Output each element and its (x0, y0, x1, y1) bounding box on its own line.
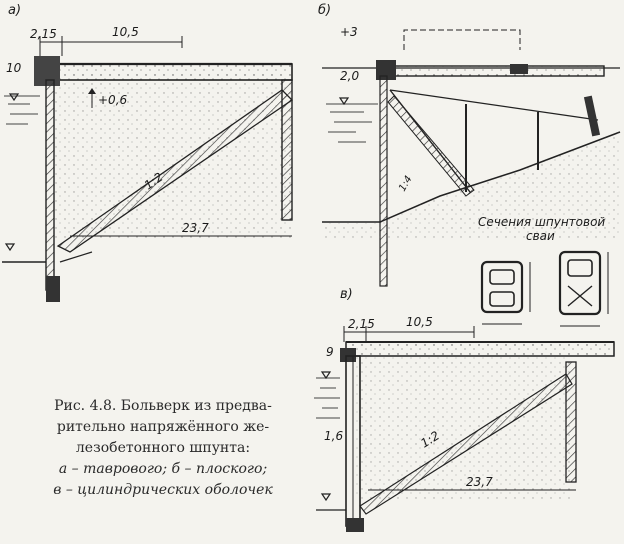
figure-caption: Рис. 4.8. Больверк из предва- рительно н… (28, 396, 298, 501)
panel-a: а) 2,15 1 (2, 3, 294, 302)
pile-toe (46, 276, 60, 302)
caption-line-4: а – таврового; б – плоского; (58, 461, 268, 477)
slope-b: 1:4 (397, 174, 415, 193)
anchor-plate (583, 95, 601, 137)
level-b: 2,0 (340, 69, 359, 83)
level-a: 10 (6, 61, 22, 75)
caption-line-1: Рис. 4.8. Больверк из предва- (54, 398, 272, 414)
dim-c-23-7: 23,7 (466, 475, 493, 489)
deck-slab (41, 63, 293, 81)
caption-line-3: лезобетонного шпунта: (75, 440, 251, 456)
anchor-wall (281, 79, 293, 221)
dim-a-10-5: 10,5 (112, 25, 139, 39)
dim-c-10-5: 10,5 (406, 315, 433, 329)
section-title-2: сваи (526, 229, 555, 243)
panel-b-label: б) (318, 3, 331, 18)
flat-sheet-pile (379, 75, 388, 287)
dim-a-2-15: 2,15 (30, 27, 57, 41)
section-title-1: Сечения шпунтовой (478, 215, 605, 229)
deck-slab-c (345, 341, 615, 357)
diagonal-strut-c (359, 373, 573, 515)
panel-c: в) 2,15 10,5 9 1,6 2 (314, 287, 615, 532)
caption-line-5: в – цилиндрических оболочек (53, 482, 273, 498)
front-sheet-pile (45, 79, 55, 291)
pile-section-1 (480, 260, 531, 325)
backfill (52, 80, 292, 240)
level-c: 9 (326, 345, 334, 359)
diagonal-strut (56, 89, 294, 253)
panel-c-label: в) (340, 287, 353, 302)
deck-slab-b (381, 65, 605, 77)
dim-a-23-7: 23,7 (182, 221, 209, 235)
level-b-top: +3 (340, 25, 358, 39)
dim-a-plus-0-6: +0,6 (98, 93, 128, 107)
panel-a-label: а) (8, 3, 21, 18)
anchor-wall-c (565, 361, 577, 483)
caption-line-2: рительно напряжённого же- (56, 419, 270, 435)
panel-b: б) +3 2,0 1:4 Сечен (318, 3, 621, 327)
pile-section-2 (558, 250, 609, 327)
dim-c-2-15: 2,15 (348, 317, 375, 331)
dim-c-1-6: 1,6 (324, 429, 343, 443)
